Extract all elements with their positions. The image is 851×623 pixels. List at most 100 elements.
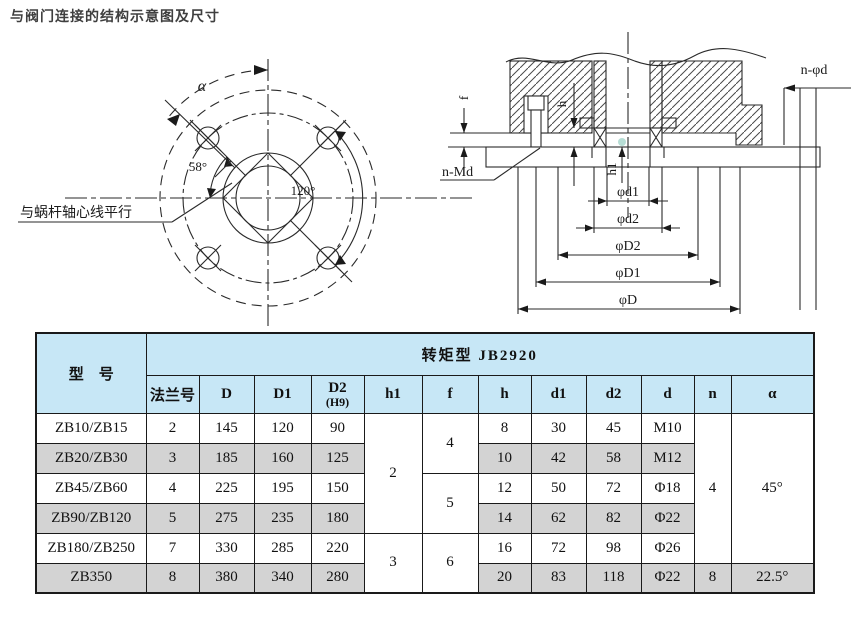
bearing-box: [649, 127, 663, 148]
cell-n: 8: [693, 562, 732, 594]
cell-d1: 42: [530, 442, 587, 474]
cell-D: 145: [198, 412, 255, 444]
cell-model: ZB350: [35, 562, 147, 594]
h1-label: h1: [604, 163, 619, 176]
cell-D1: 285: [253, 532, 312, 564]
cell-D1: 120: [253, 412, 312, 444]
phi-d1-label: φd1: [617, 185, 639, 200]
worm-axis-callout: 与蜗杆轴心线平行: [20, 205, 132, 221]
phi-d1-dimension: [588, 197, 668, 205]
bolt-hole: [194, 244, 222, 272]
cell-f-merged: 5: [421, 472, 479, 534]
table-row: ZB45/ZB60 4 225 195 150 5 12 50 72 Φ18: [35, 472, 814, 534]
cell-d: M12: [640, 442, 695, 474]
f-dimension: [460, 108, 468, 176]
header-flange-no: 法兰号: [145, 374, 200, 414]
cell-model: ZB90/ZB120: [35, 502, 147, 534]
phi-D1-label: φD1: [615, 266, 640, 281]
page-title: 与阀门连接的结构示意图及尺寸: [10, 8, 220, 24]
spec-table: 型 号 转矩型 JB2920 法兰号 D D1 D2(H9) h1 f h d1…: [35, 332, 816, 594]
header-torque-group: 转矩型 JB2920: [145, 332, 815, 376]
n-phid-label: n-φd: [801, 63, 828, 78]
alpha-label: α: [198, 78, 207, 95]
flange-outline-circle: [159, 89, 377, 307]
cell-D2: 90: [310, 412, 365, 444]
cell-n-merged: 4: [693, 412, 732, 564]
h1-dimension: [618, 147, 626, 183]
cell-D2: 125: [310, 442, 365, 474]
cell-h1-merged: 3: [363, 532, 423, 594]
n-md-label: n-Md: [442, 165, 473, 180]
cell-flange: 5: [145, 502, 200, 534]
cell-d: Φ18: [640, 472, 695, 504]
cell-D: 330: [198, 532, 255, 564]
cell-D1: 195: [253, 472, 312, 504]
phi-d2-dimension: [576, 224, 680, 232]
cell-h: 12: [477, 472, 532, 504]
cell-D2: 150: [310, 472, 365, 504]
bolt-radial-line: [164, 99, 236, 169]
cell-d1: 72: [530, 532, 587, 564]
cell-d: Φ22: [640, 562, 695, 594]
cell-D: 185: [198, 442, 255, 474]
header-h: h: [477, 374, 532, 414]
header-D2: D2(H9): [310, 374, 365, 414]
flange-bolt-hole-lines: [783, 88, 817, 310]
table-row: ZB10/ZB15 2 145 120 90 2 4 8 30 45 M10 4…: [35, 412, 815, 564]
n-phid-leader: [784, 84, 851, 92]
cell-D1: 340: [253, 562, 312, 594]
table-row: ZB180/ZB250 7 330 285 220 3 6 16 72 98 Φ…: [35, 532, 814, 594]
square-drive-bore: [189, 119, 353, 283]
bolt-circle: [182, 112, 354, 284]
cell-d2: 82: [585, 502, 642, 534]
h-label: h: [554, 100, 569, 107]
cell-flange: 3: [145, 442, 200, 474]
cell-d1: 62: [530, 502, 587, 534]
phi-D2-dimension: [558, 251, 698, 259]
bearing-box: [593, 127, 607, 148]
cell-model: ZB45/ZB60: [35, 472, 147, 504]
cell-D2: 220: [310, 532, 365, 564]
alpha-arc: [166, 65, 269, 126]
cell-f-merged: 4: [421, 412, 479, 474]
housing-section: [505, 48, 767, 146]
retainer-tab: [661, 117, 677, 129]
phi-D-dimension: [518, 305, 740, 313]
header-d1: d1: [530, 374, 587, 414]
cell-D: 225: [198, 472, 255, 504]
cell-D: 380: [198, 562, 255, 594]
header-d2: d2: [585, 374, 642, 414]
cell-D1: 235: [253, 502, 312, 534]
cell-d: Φ26: [640, 532, 695, 564]
cell-model: ZB20/ZB30: [35, 442, 147, 474]
cell-d2: 118: [585, 562, 642, 594]
cell-flange: 2: [145, 412, 200, 444]
cell-d2: 98: [585, 532, 642, 564]
header-D2-main: D2: [328, 380, 347, 396]
cross-section-diagram: n-Md f h h1 n-φd φd1 φd2 φD2 φD1 φD: [440, 32, 851, 314]
cell-d1: 83: [530, 562, 587, 594]
break-line: [505, 48, 767, 67]
table-row: ZB90/ZB120 5 275 235 180 14 62 82 Φ22: [35, 502, 814, 534]
cell-flange: 7: [145, 532, 200, 564]
cell-d1: 30: [530, 412, 587, 444]
flange-front-view-diagram: α 58° 120° 与蜗杆轴心线平行: [18, 59, 475, 329]
cell-D: 275: [198, 502, 255, 534]
cell-d: M10: [640, 412, 695, 444]
table-row: ZB350 8 380 340 280 20 83 118 Φ22 8 22.5…: [35, 562, 815, 594]
retainer-tab: [579, 117, 595, 129]
header-D: D: [198, 374, 255, 414]
header-d: d: [640, 374, 695, 414]
cell-h1-merged: 2: [363, 412, 423, 534]
header-model: 型 号: [35, 332, 147, 414]
teal-mark: [618, 138, 626, 146]
angle-120-label: 120°: [291, 183, 316, 198]
table-row: ZB20/ZB30 3 185 160 125 10 42 58 M12: [35, 442, 814, 474]
extension-lines: [517, 167, 741, 314]
header-f: f: [421, 374, 479, 414]
cell-d2: 58: [585, 442, 642, 474]
n-md-leader: [440, 147, 541, 181]
cell-flange: 4: [145, 472, 200, 504]
valve-flange: [485, 146, 821, 168]
cell-d2: 45: [585, 412, 642, 444]
